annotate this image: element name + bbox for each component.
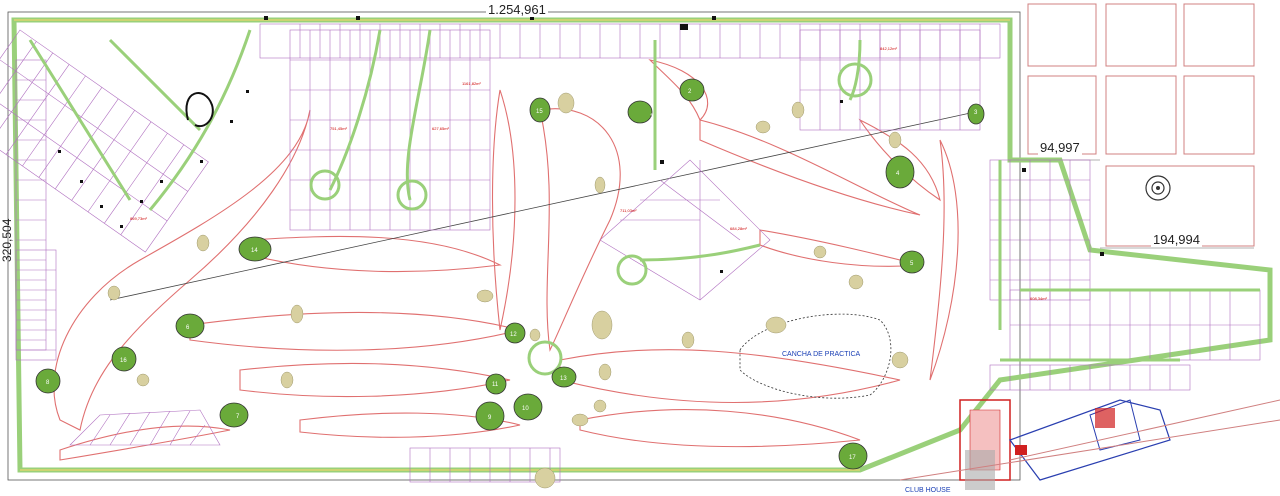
- green-7: 7: [219, 402, 249, 428]
- green-11: 11: [485, 373, 507, 395]
- green-13: 13: [551, 366, 577, 388]
- svg-text:627,65m²: 627,65m²: [432, 126, 450, 131]
- practice-label: CANCHA DE PRACTICA: [782, 351, 861, 358]
- green-10: 10: [513, 393, 543, 421]
- svg-text:751,45m²: 751,45m²: [330, 126, 348, 131]
- dimension-top: 1.254,961: [486, 2, 548, 17]
- svg-text:6: 6: [186, 325, 190, 331]
- svg-text:1161,82m²: 1161,82m²: [462, 81, 481, 86]
- green-17: 17: [838, 442, 868, 470]
- svg-text:711,03m²: 711,03m²: [620, 208, 637, 213]
- green-6: 6: [175, 313, 205, 339]
- dimension-mid-right: 94,997: [1038, 140, 1082, 155]
- svg-text:9: 9: [488, 415, 492, 421]
- svg-text:14: 14: [251, 248, 258, 254]
- green-5: 5: [899, 250, 925, 274]
- dimension-left: 320,504: [0, 218, 14, 262]
- roundabout-symbol: [1145, 175, 1171, 201]
- lot-area-labels: 711,03m² 627,65m² 684,28m² 842,12m² 1161…: [130, 46, 1048, 301]
- lot-blocks: [0, 23, 1261, 483]
- svg-text:7: 7: [236, 414, 240, 420]
- svg-text:16: 16: [120, 358, 127, 364]
- green-15: 15: [529, 97, 551, 123]
- green-12: 12: [504, 322, 526, 344]
- svg-text:8: 8: [46, 380, 50, 386]
- green-16: 16: [111, 346, 137, 372]
- club-house-label: CLUB HOUSE: [905, 487, 951, 494]
- svg-text:13: 13: [560, 376, 567, 382]
- svg-text:608,34m²: 608,34m²: [1030, 296, 1048, 301]
- green-2: 2: [679, 78, 705, 102]
- svg-text:10: 10: [522, 406, 529, 412]
- svg-text:684,28m²: 684,28m²: [730, 226, 748, 231]
- svg-text:842,12m²: 842,12m²: [880, 46, 898, 51]
- green-9: 9: [475, 401, 505, 431]
- svg-text:15: 15: [536, 109, 543, 115]
- svg-text:1: 1: [650, 114, 654, 120]
- bunkers: [107, 92, 909, 489]
- svg-text:4: 4: [896, 171, 900, 177]
- internal-roads: [28, 29, 1260, 362]
- svg-text:869,73m²: 869,73m²: [130, 216, 148, 221]
- svg-text:12: 12: [510, 332, 517, 338]
- green-1: 1: [627, 100, 654, 124]
- practice-range: [739, 313, 892, 399]
- svg-text:5: 5: [910, 261, 914, 267]
- dimension-right: 194,994: [1151, 232, 1202, 247]
- svg-text:17: 17: [849, 455, 856, 461]
- green-3: 3: [967, 103, 985, 125]
- green-4: 4: [885, 155, 915, 189]
- greens: 1 2 3 4 5 6 7 8 9 10 11 12 13 14 15 16 1…: [35, 78, 985, 470]
- svg-text:3: 3: [974, 110, 978, 116]
- svg-text:11: 11: [492, 382, 499, 388]
- svg-text:2: 2: [688, 89, 692, 95]
- right-grid: [1027, 3, 1255, 247]
- roundabouts: [309, 62, 873, 376]
- green-14: 14: [238, 236, 272, 262]
- markers: [58, 16, 1104, 273]
- green-8: 8: [35, 368, 61, 394]
- access-arc: [185, 92, 214, 128]
- club-house-area: [899, 399, 1280, 490]
